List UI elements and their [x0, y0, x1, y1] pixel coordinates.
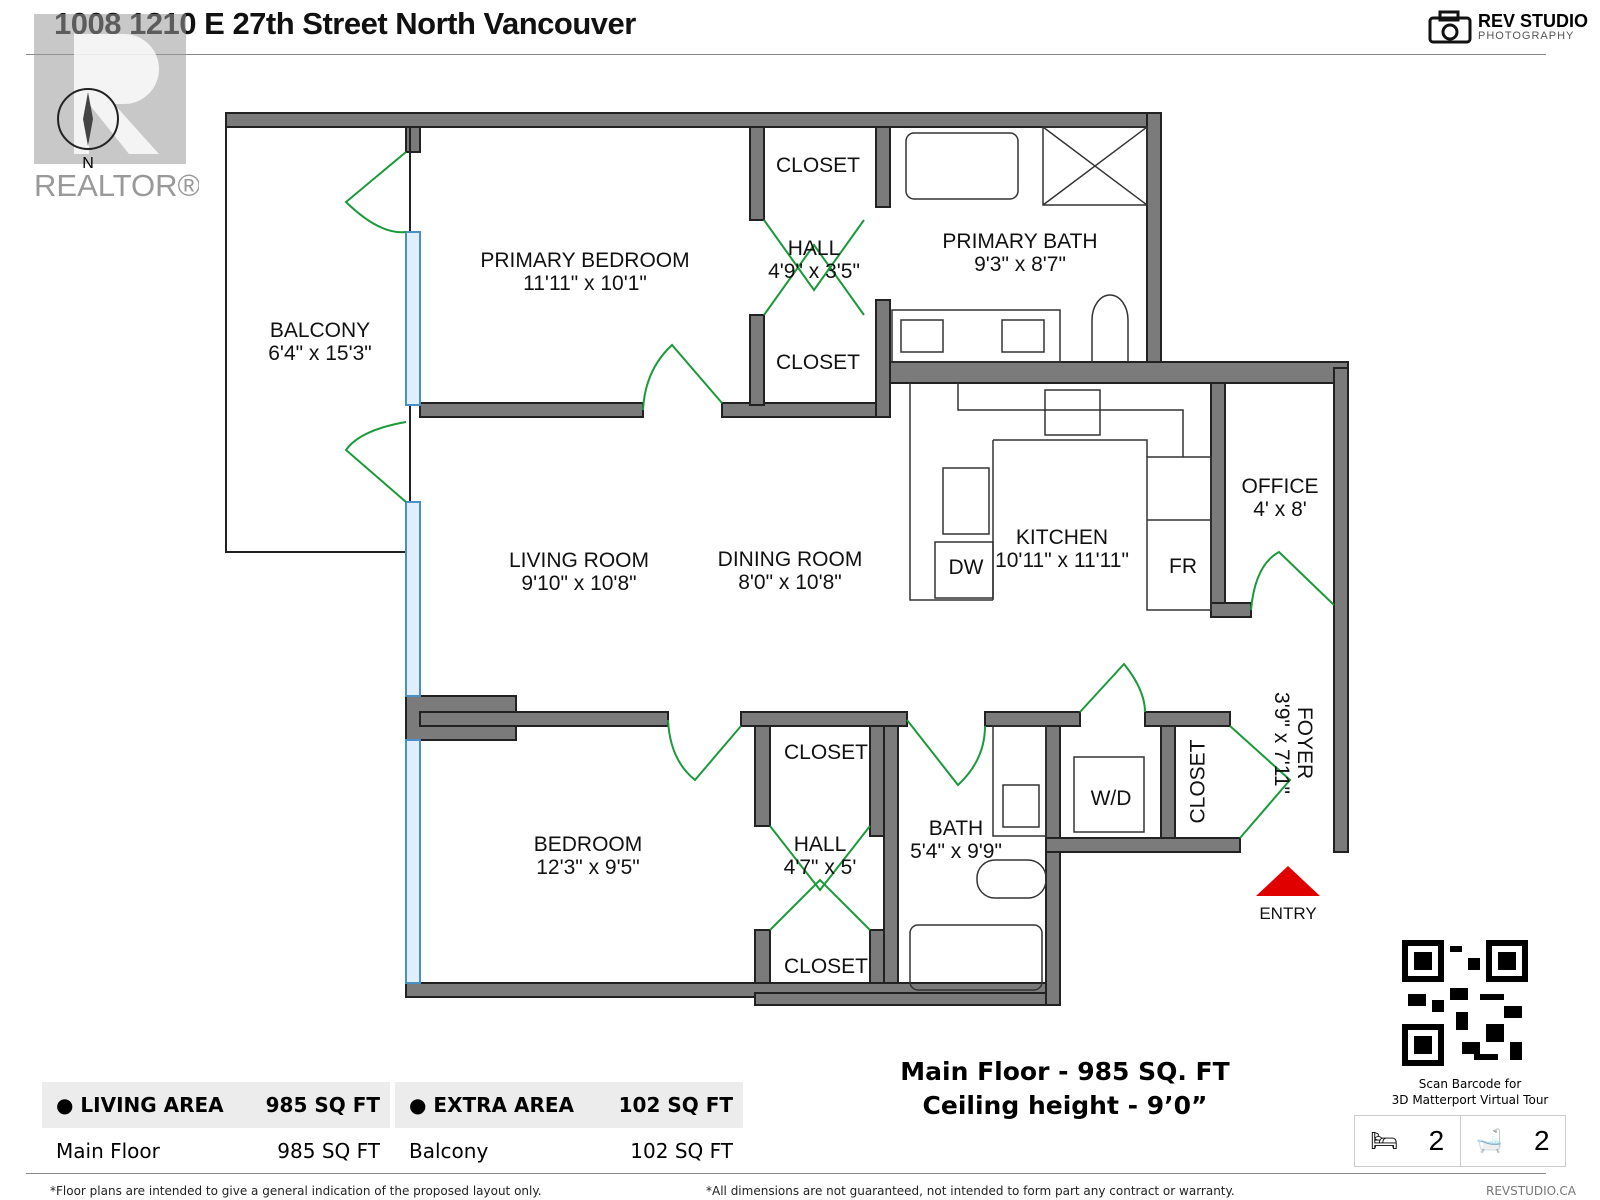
washer-dryer-label: W/D	[1090, 787, 1132, 810]
fridge-label: FR	[1169, 555, 1197, 578]
qr-code[interactable]	[1402, 940, 1528, 1066]
footer-disclaimer-middle: *All dimensions are not guaranteed, not …	[706, 1184, 1235, 1198]
room-closet: CLOSET	[783, 955, 869, 978]
room-closet: CLOSET	[775, 154, 861, 177]
floor-plan	[225, 112, 1349, 1006]
door-swings	[344, 151, 1335, 931]
svg-text:REALTOR®: REALTOR®	[34, 168, 199, 203]
dishwasher-label: DW	[948, 556, 984, 579]
footer-disclaimer-left: *Floor plans are intended to give a gene…	[50, 1184, 542, 1198]
footer-website: REVSTUDIO.CA	[1486, 1184, 1576, 1198]
compass-icon: N	[57, 88, 119, 170]
fixtures	[891, 126, 1212, 991]
windows	[405, 231, 421, 984]
bathtub-icon: 🛁	[1475, 1128, 1504, 1153]
footer-divider	[26, 1173, 1546, 1174]
camera-icon	[1428, 10, 1472, 44]
walls	[225, 112, 1349, 1006]
header-divider	[26, 54, 1546, 55]
room-closet: CLOSET	[775, 351, 861, 374]
bedroom-count: 2	[1428, 1125, 1445, 1156]
room-counts: 🛏 2 🛁 2	[1354, 1115, 1566, 1167]
bathroom-count: 2	[1534, 1125, 1550, 1156]
bed-icon: 🛏	[1370, 1128, 1399, 1153]
svg-text:N: N	[82, 155, 94, 170]
entry-label: ENTRY	[1259, 904, 1317, 923]
room-closet: CLOSET	[1186, 739, 1210, 824]
room-closet: CLOSET	[783, 741, 869, 764]
entry-marker-icon	[1256, 866, 1320, 896]
